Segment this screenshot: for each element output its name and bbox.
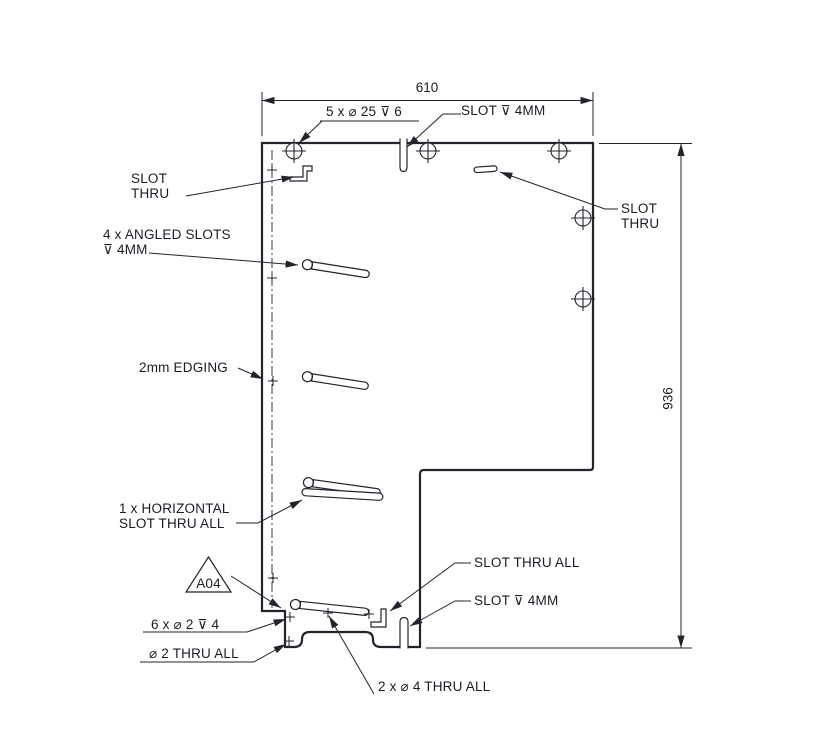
callout-counterbore-small: 6 x ⌀ 2 ⊽ 4 [151, 617, 220, 632]
callout-slot-thru-all: SLOT THRU ALL [474, 555, 580, 570]
callout-slot-thru-right: SLOT THRU [621, 201, 660, 231]
revision-flag-label: A04 [196, 576, 221, 591]
callout-underlines [140, 120, 419, 663]
callout-slot-thru-left: SLOT THRU [131, 171, 170, 201]
panel-outline [260, 141, 595, 649]
top-vertical-slot [399, 138, 408, 173]
callout-horizontal-slot: 1 x HORIZONTAL SLOT THRU ALL [119, 501, 230, 531]
angled-slot-4 [289, 598, 370, 616]
horizontal-slot [301, 488, 384, 501]
callout-bottom-slot: SLOT ⊽ 4MM [474, 593, 559, 608]
callout-top-slot: SLOT ⊽ 4MM [461, 103, 546, 118]
callout-thru-holes-medium: 2 x ⌀ 4 THRU ALL [378, 679, 491, 694]
top-right-slot [473, 165, 498, 174]
callout-counterbore-large: 5 x ⌀ 25 ⊽ 6 [326, 104, 402, 119]
callout-edging: 2mm EDGING [139, 360, 229, 375]
width-dimension [261, 92, 594, 136]
edging-tick-marks [267, 165, 278, 583]
callout-angled-slots: 4 x ANGLED SLOTS ⊽ 4MM [103, 227, 231, 257]
callout-thru-hole-small: ⌀ 2 THRU ALL [149, 646, 239, 661]
angled-slot-2 [301, 371, 369, 390]
top-left-step-slot [289, 165, 313, 182]
counterbore-holes [282, 139, 595, 311]
bottom-vertical-slot [399, 616, 409, 649]
bottom-step-slot [370, 608, 387, 628]
hole-center-marks [284, 608, 374, 646]
width-dimension-label: 610 [415, 80, 439, 95]
height-dimension [426, 143, 692, 649]
height-dimension-label: 936 [660, 387, 676, 410]
leader-lines [148, 113, 618, 695]
revision-flag-triangle [184, 555, 233, 593]
angled-slot-1 [301, 259, 370, 279]
